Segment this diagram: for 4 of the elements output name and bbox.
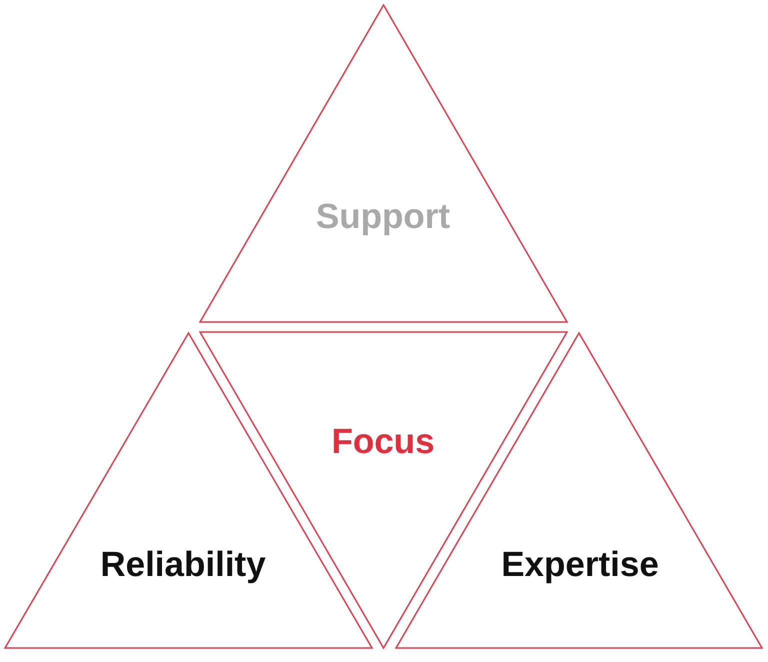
triangle-label: Focus <box>331 422 435 462</box>
triangle-label: Reliability <box>100 545 266 585</box>
triangle-label: Expertise <box>501 545 659 585</box>
triangle-label: Support <box>316 197 450 237</box>
